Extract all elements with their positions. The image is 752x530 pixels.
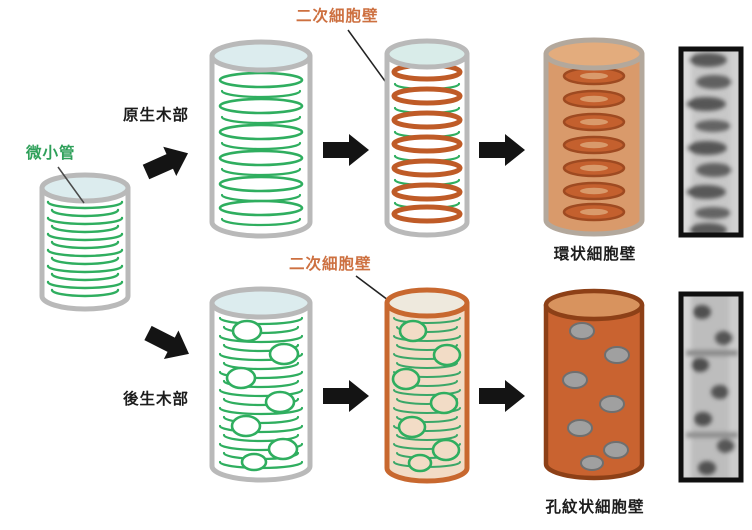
- secondary-wall-bottom-pointer-line: [355, 275, 393, 304]
- pitted-cylinder: [543, 288, 645, 481]
- metaxylem-secondary-cylinder: [384, 287, 470, 484]
- arrow-secondary-annular: [479, 134, 525, 166]
- future-pit-ovals: [391, 319, 462, 473]
- cylinder-top: [209, 39, 313, 73]
- protoxylem-secondary-cylinder: [384, 38, 470, 238]
- arrow-secondary-pitted: [479, 380, 525, 412]
- microtubule-rings: [46, 200, 124, 298]
- microtubule-label: 微小管: [26, 145, 76, 162]
- cylinder-top: [543, 37, 645, 71]
- metaxylem-label: 後生木部: [122, 391, 189, 408]
- micrograph-frame: [678, 46, 744, 238]
- arrow-metaxylem-secondary: [323, 380, 369, 412]
- arrow-protoxylem-secondary: [323, 134, 369, 166]
- microtubule-ring-bands: [218, 71, 304, 227]
- arrow-to-protoxylem: [142, 146, 189, 180]
- cylinder-top: [543, 288, 645, 322]
- microtubule-pointer-line: [57, 166, 85, 204]
- protoxylem-label: 原生木部: [122, 107, 189, 124]
- annular-thickening-rings: [562, 66, 626, 222]
- micrograph-frame: [678, 291, 744, 483]
- annular-wall-label: 環状細胞壁: [553, 246, 637, 263]
- secondary-wall-top-label: 二次細胞壁: [296, 8, 379, 25]
- initial-cell-cylinder: [39, 172, 131, 312]
- cylinder-top: [209, 286, 313, 320]
- secondary-wall-bottom-label: 二次細胞壁: [289, 256, 372, 273]
- metaxylem-cylinder: [209, 286, 313, 483]
- protoxylem-cylinder: [209, 39, 313, 239]
- cylinder-top: [384, 38, 470, 70]
- pitted-wall-label: 孔紋状細胞壁: [545, 499, 645, 516]
- future-pit-ovals: [225, 319, 300, 472]
- pit-ovals: [562, 322, 630, 471]
- annular-cylinder: [543, 37, 645, 237]
- annular-micrograph: [678, 46, 744, 238]
- arrow-to-metaxylem: [144, 325, 189, 360]
- secondary-wall-top-pointer-line: [347, 29, 391, 89]
- pitted-micrograph: [678, 291, 744, 483]
- cylinder-top: [384, 287, 470, 319]
- cylinder-top: [39, 172, 131, 204]
